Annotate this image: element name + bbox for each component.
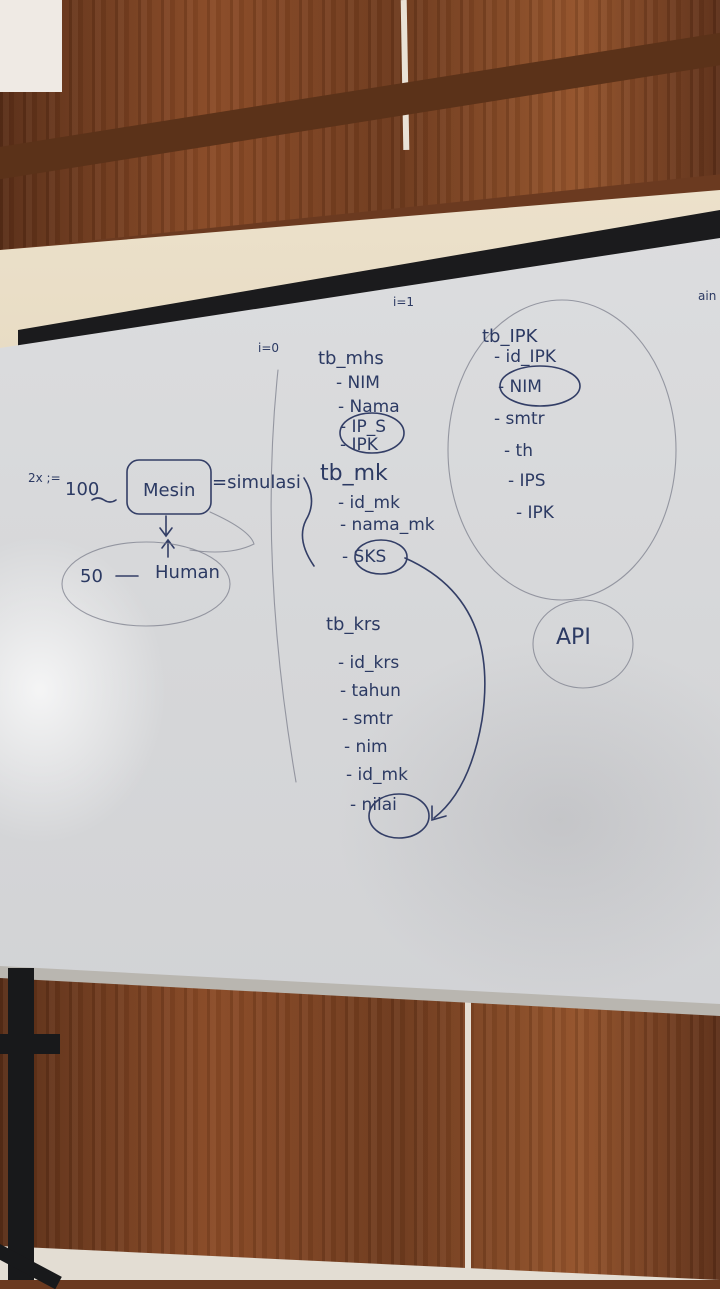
tb-mk-field: - SKS xyxy=(342,547,386,567)
tb-mhs-title: tb_mhs xyxy=(318,348,384,369)
arrow-head xyxy=(431,805,447,822)
stand-post xyxy=(8,968,34,1280)
ipk-nim-circle xyxy=(499,365,581,407)
wall-seam xyxy=(465,995,471,1280)
stand-arm xyxy=(0,1034,60,1054)
tb-krs-field: - id_krs xyxy=(338,653,399,673)
tb-mhs-field: - IPK xyxy=(340,435,379,455)
ipk-ellipse xyxy=(447,299,677,601)
tb-mk-field: - id_mk xyxy=(338,493,400,513)
tb-krs-title: tb_krs xyxy=(326,614,381,635)
down-arrow xyxy=(159,515,173,538)
corner-text: ain xyxy=(698,289,716,303)
approx-squiggle xyxy=(91,497,117,503)
tb-ipk-field: - th xyxy=(504,441,533,461)
table-tb-mhs: tb_mhs - NIM - Nama - IP_S - IPK xyxy=(318,348,405,455)
tb-ipk-field: - IPS xyxy=(508,471,546,491)
human-label: Human xyxy=(155,562,220,583)
api-label: API xyxy=(556,625,591,650)
brace xyxy=(301,477,315,567)
human-ellipse xyxy=(61,541,231,627)
mid-counter: i=1 xyxy=(393,295,414,309)
table-tb-mk: tb_mk - id_mk - nama_mk - SKS xyxy=(320,461,435,575)
feedback-curve xyxy=(189,511,255,553)
tb-ipk-field: - id_IPK xyxy=(494,347,557,367)
machine-box xyxy=(126,459,212,515)
tb-krs-field: - nim xyxy=(344,737,388,757)
table-tb-krs: tb_krs - id_krs - tahun - smtr - nim - i… xyxy=(326,614,430,839)
simulation-label: =simulasi xyxy=(212,472,301,493)
table-tb-ipk: tb_IPK - id_IPK - NIM - smtr - th - IPS … xyxy=(447,299,677,601)
tb-krs-field: - smtr xyxy=(342,709,393,729)
sks-circle xyxy=(354,539,408,575)
tb-krs-field: - tahun xyxy=(340,681,401,701)
scribble-text: 2x ;= xyxy=(28,471,61,485)
hundred-label: 100 xyxy=(65,479,99,500)
api-circle xyxy=(532,599,634,689)
tb-ipk-field: - smtr xyxy=(494,409,545,429)
nilai-circle xyxy=(368,793,430,839)
tb-mhs-field: - NIM xyxy=(336,373,380,393)
lower-wood-wall xyxy=(0,975,720,1280)
tb-ipk-title: tb_IPK xyxy=(482,326,539,347)
divider-line xyxy=(270,369,297,783)
ip-circle xyxy=(339,412,405,454)
ceiling-light xyxy=(0,0,62,92)
left-diagram: 2x ;= 100 Mesin =simulasi 50 Human xyxy=(28,459,301,627)
sks-nilai-arrow xyxy=(404,557,486,819)
tb-ipk-field: - IPK xyxy=(516,503,555,523)
machine-label: Mesin xyxy=(143,480,195,501)
tb-krs-field: - id_mk xyxy=(346,765,408,785)
tb-ipk-field: - NIM xyxy=(498,377,542,397)
fifty-label: 50 xyxy=(80,566,103,587)
tb-mk-title: tb_mk xyxy=(320,461,388,486)
left-counter: i=0 xyxy=(258,341,279,355)
tb-mhs-field: - IP_S xyxy=(340,417,386,437)
tb-mk-field: - nama_mk xyxy=(340,515,435,535)
tb-mhs-field: - Nama xyxy=(338,397,400,417)
